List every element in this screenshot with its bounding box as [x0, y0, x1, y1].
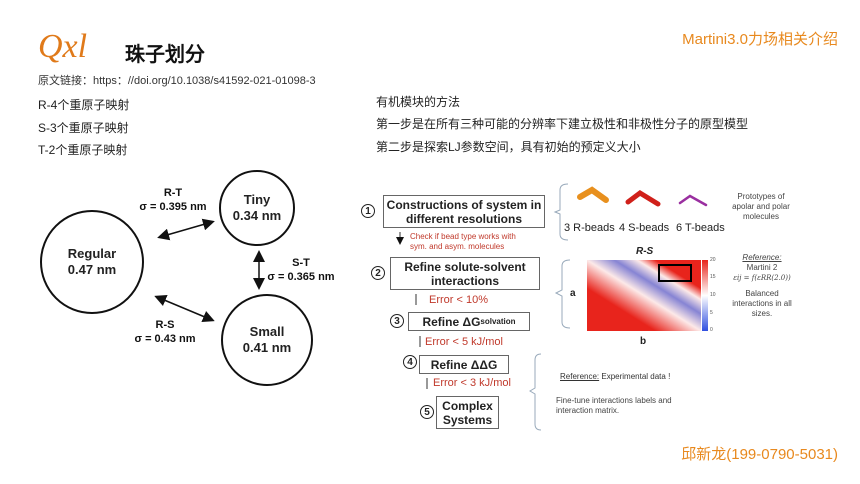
- colorbar-tick: 10: [710, 292, 716, 298]
- colorbar: [702, 260, 708, 331]
- rs-label: R-S σ = 0.43 nm: [125, 318, 205, 346]
- reference-martini2: Reference: Martini 2 εij = f(εRR(2.0)) B…: [728, 253, 796, 319]
- error-note: Error < 10%: [429, 294, 488, 306]
- colorbar-tick: 20: [710, 257, 716, 263]
- middle-text: 第二步是探索LJ参数空间，具有初始的预定义大小: [376, 140, 641, 154]
- colorbar-tick: 0: [710, 327, 713, 333]
- bead-name: Tiny: [243, 192, 271, 207]
- pair-label: R-S: [155, 319, 175, 331]
- bead-size: 0.47 nm: [67, 262, 117, 277]
- step-number: 5: [420, 405, 434, 419]
- error-note: Error < 5 kJ/mol: [425, 336, 503, 348]
- step-number: 1: [361, 204, 375, 218]
- bead-name: Regular: [67, 246, 117, 261]
- finetune-note: Fine-tune interactions labels and intera…: [556, 396, 672, 415]
- step-box: Refine solute-solvent interactions: [390, 257, 540, 290]
- heatmap-xlabel: b: [640, 336, 647, 347]
- colorbar-tick: 5: [710, 310, 713, 316]
- list-item: S-3个重原子映射: [38, 121, 129, 135]
- bead-size: 0.41 nm: [242, 340, 292, 355]
- step-number: 2: [371, 266, 385, 280]
- list-item: T-2个重原子映射: [38, 143, 128, 157]
- bead-label: 4 S-beads: [619, 222, 670, 234]
- step-number: 4: [403, 355, 417, 369]
- reference-note: Balanced interactions in all sizes.: [732, 289, 792, 318]
- reference-title: Reference:: [560, 372, 600, 381]
- step-box: Refine ΔΔG: [419, 355, 509, 374]
- error-note: Error < 3 kJ/mol: [433, 377, 511, 389]
- step-number: 3: [390, 314, 404, 328]
- bead-label: 6 T-beads: [676, 222, 725, 234]
- check-note: Check if bead type works with sym. and a…: [410, 232, 516, 251]
- source-link: 原文链接：https：//doi.org/10.1038/s41592-021-…: [38, 75, 316, 87]
- step-box: Constructions of system in different res…: [383, 195, 545, 228]
- r-bead-molecule: [577, 186, 609, 203]
- bead-size: 0.34 nm: [232, 208, 282, 223]
- sigma: σ = 0.365 nm: [267, 271, 335, 283]
- footer-contact: 邱新龙(199-0790-5031): [681, 446, 838, 463]
- middle-text: 有机模块的方法: [376, 95, 461, 109]
- reference-title: Reference:: [742, 253, 782, 262]
- prototypes-note: Prototypes of apolar and polar molecules: [732, 192, 790, 221]
- sigma: σ = 0.43 nm: [134, 333, 196, 345]
- pair-label: S-T: [292, 257, 310, 269]
- step-label: Refine ΔG: [422, 314, 481, 329]
- bead-label: 3 R-beads: [564, 222, 615, 234]
- bead-name: Small: [249, 324, 285, 339]
- middle-text: 第一步是在所有三种可能的分辨率下建立极性和非极性分子的原型模型: [376, 117, 749, 131]
- reference-line: Martini 2: [746, 263, 778, 272]
- reference-experimental: Reference: Experimental data !: [560, 372, 670, 381]
- rt-label: R-T σ = 0.395 nm: [130, 186, 216, 214]
- step-box: Complex Systems: [436, 396, 499, 429]
- reference-text: Experimental data !: [599, 372, 671, 381]
- heatmap-ylabel: a: [570, 288, 576, 299]
- st-label: S-T σ = 0.365 nm: [266, 256, 336, 284]
- header-right-title: Martini3.0力场相关介绍: [682, 31, 838, 48]
- reference-formula: εij = f(εRR(2.0)): [733, 274, 791, 282]
- s-bead-molecule: [625, 189, 661, 207]
- sigma: σ = 0.395 nm: [139, 201, 207, 213]
- pair-label: R-T: [163, 187, 183, 199]
- page-title: 珠子划分: [125, 44, 205, 66]
- step-subscript: solvation: [480, 316, 516, 326]
- t-bead-molecule: [678, 194, 708, 207]
- heatmap-title: R-S: [636, 246, 654, 257]
- list-item: R-4个重原子映射: [38, 98, 130, 112]
- heatmap-highlight: [658, 264, 692, 282]
- colorbar-tick: 15: [710, 274, 716, 280]
- logo: Qxl: [38, 28, 88, 65]
